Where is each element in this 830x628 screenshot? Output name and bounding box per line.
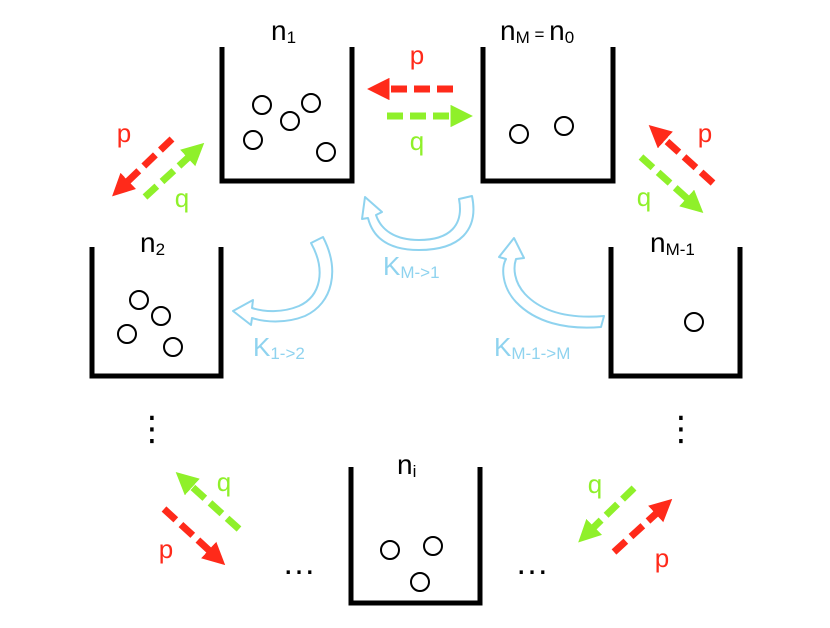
- container-n1-box: [219, 47, 355, 184]
- particle: [117, 324, 137, 344]
- particle: [423, 536, 443, 556]
- particle: [243, 130, 263, 150]
- curved-arrow-icon: [361, 195, 475, 251]
- q-rate-label: q: [217, 467, 231, 497]
- p-arrow-icon: [112, 136, 175, 197]
- p-rate-label: p: [117, 118, 131, 148]
- p-arrow-icon: [161, 506, 226, 566]
- transition-lower-left: p q: [159, 467, 242, 566]
- q-arrow-icon: [578, 485, 637, 543]
- container-ni-box: [348, 467, 483, 606]
- q-arrow-icon: [175, 472, 242, 532]
- curved-arrow-icon: [498, 237, 605, 329]
- p-rate-label: p: [410, 40, 424, 70]
- particle: [410, 572, 430, 592]
- p-rate-label: p: [655, 543, 669, 573]
- p-arrow-icon: [611, 498, 673, 555]
- horizontal-ellipsis-left: …: [282, 544, 316, 582]
- container-nM-1: nM-1: [608, 227, 743, 379]
- q-arrow-icon: [142, 142, 205, 200]
- particle: [151, 306, 171, 326]
- k-arrow-1-2: [232, 236, 334, 326]
- k-rate-1-2-label: K1->2: [253, 332, 305, 363]
- transition-nM-nM-1: p q: [637, 118, 716, 213]
- curved-arrow-icon: [232, 236, 334, 326]
- container-nM-box: [480, 47, 616, 184]
- container-ni: ni: [348, 449, 483, 606]
- container-n2: n2: [89, 227, 224, 379]
- transition-lower-right: p q: [578, 469, 673, 573]
- q-rate-label: q: [410, 126, 424, 156]
- k-arrow-M-1: [361, 195, 475, 251]
- vertical-ellipsis-left: ⋮: [135, 410, 169, 448]
- k-arrow-M1-M: [498, 237, 605, 329]
- q-arrow-icon: [638, 154, 704, 213]
- container-nM: nM = n0: [480, 15, 616, 184]
- container-n1: n1: [219, 15, 355, 184]
- container-n2-box: [89, 247, 224, 379]
- k-rate-M1-M-label: KM-1->M: [494, 332, 570, 363]
- p-arrow-icon: [648, 124, 716, 186]
- q-rate-label: q: [175, 183, 189, 213]
- q-rate-label: q: [637, 182, 651, 212]
- particle: [280, 111, 300, 131]
- horizontal-ellipsis-right: …: [515, 544, 549, 582]
- particle: [301, 93, 321, 113]
- p-rate-label: p: [159, 534, 173, 564]
- particle: [509, 124, 529, 144]
- container-ni-particles: [380, 536, 443, 592]
- container-nM-particles: [509, 116, 574, 144]
- particle: [380, 540, 400, 560]
- particle: [316, 142, 336, 162]
- container-ni-label: ni: [397, 449, 416, 481]
- particle: [684, 312, 704, 332]
- vertical-ellipsis-right: ⋮: [664, 410, 698, 448]
- container-nM-1-box: [608, 247, 743, 379]
- transition-n1-n2: p q: [112, 118, 205, 213]
- particle: [554, 116, 574, 136]
- transition-n1-nM: p q: [367, 40, 473, 156]
- container-nM-label: nM = n0: [500, 15, 574, 47]
- container-n1-label: n1: [271, 15, 296, 47]
- q-rate-label: q: [588, 469, 602, 499]
- container-nM-1-particles: [684, 312, 704, 332]
- container-n1-particles: [243, 93, 336, 162]
- particle: [252, 95, 272, 115]
- container-n2-label: n2: [140, 227, 165, 259]
- particle: [163, 337, 183, 357]
- particle: [129, 290, 149, 310]
- k-rate-M-1-label: KM->1: [383, 251, 440, 282]
- container-n2-particles: [117, 290, 183, 357]
- p-rate-label: p: [698, 118, 712, 148]
- container-nM-1-label: nM-1: [650, 227, 695, 259]
